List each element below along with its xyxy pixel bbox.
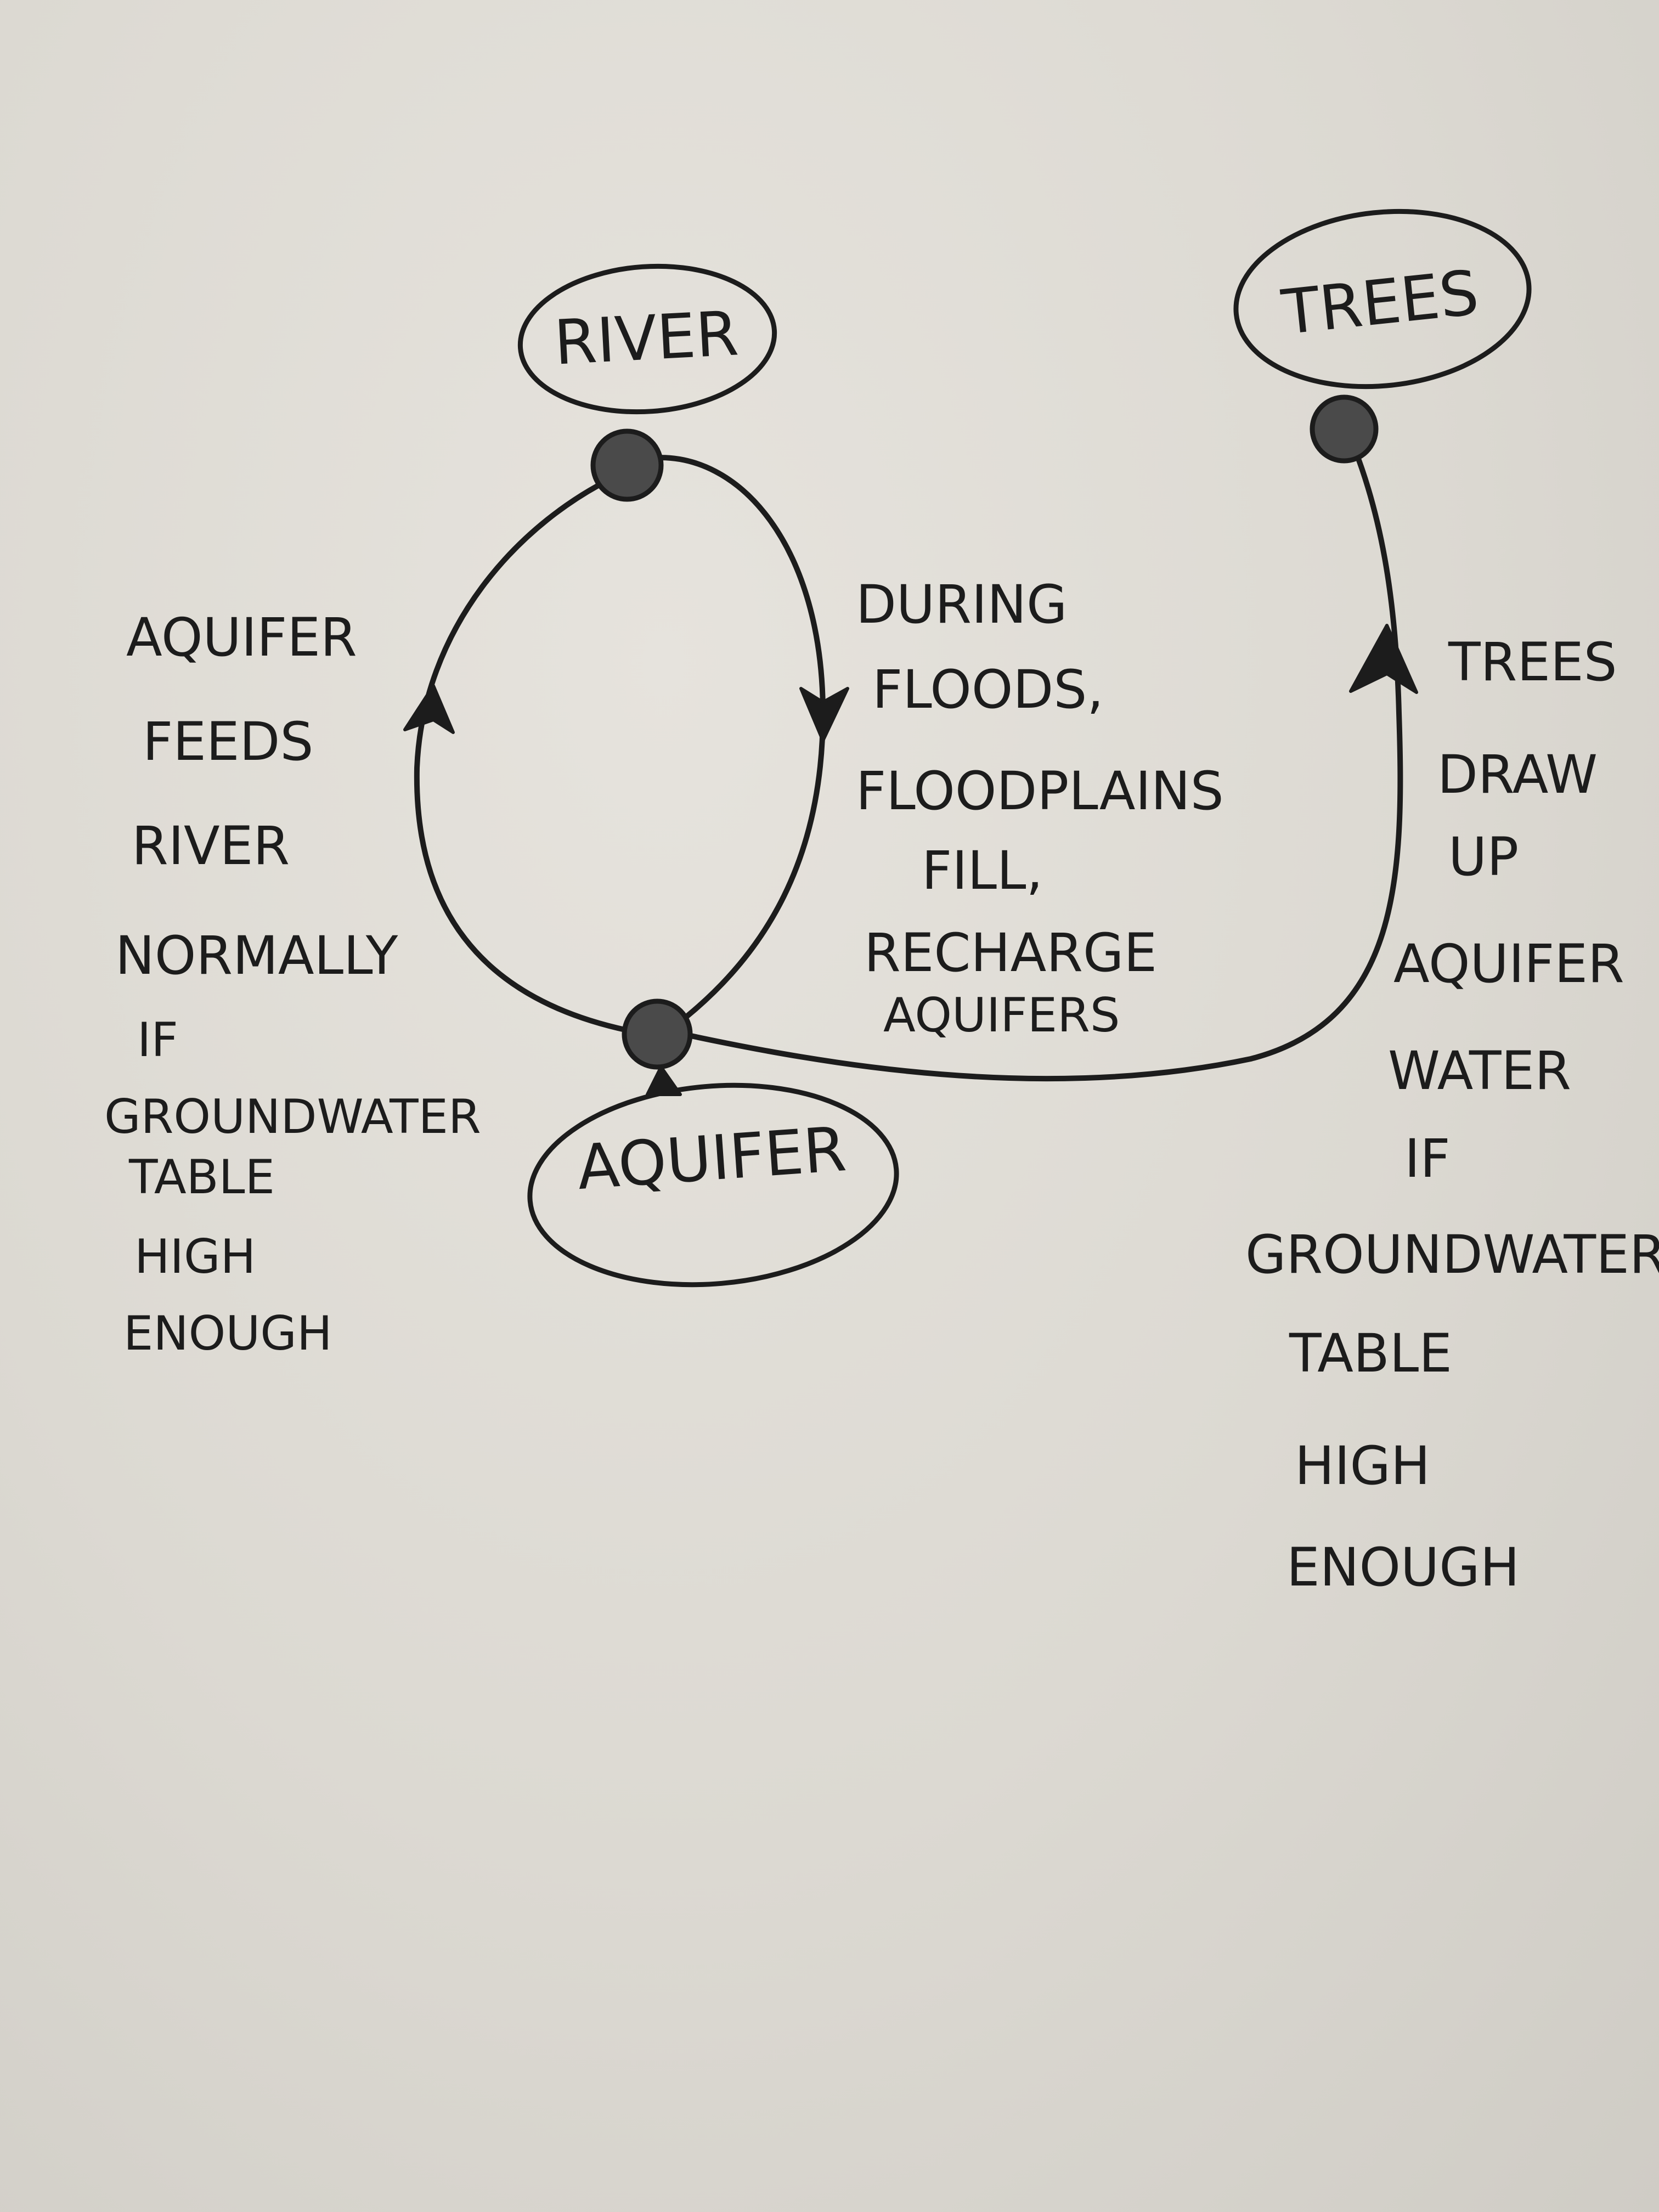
- right-note-line: AQUIFER: [1393, 933, 1624, 995]
- right-annotation: TREES DRAW UP AQUIFER WATER IF GROUNDWAT…: [1245, 631, 1659, 1598]
- middle-note-line: AQUIFERS: [883, 988, 1120, 1043]
- right-note-line: TREES: [1448, 631, 1617, 693]
- right-note-line: HIGH: [1295, 1435, 1430, 1497]
- aquifer-node-oval: [527, 1082, 899, 1288]
- edge-river-to-aquifer: [647, 455, 826, 1029]
- left-note-line: HIGH: [134, 1229, 256, 1284]
- right-note-line: IF: [1404, 1128, 1451, 1189]
- middle-note-line: DURING: [856, 574, 1067, 635]
- river-node-oval: [517, 263, 777, 415]
- left-note-line: TABLE: [128, 1150, 275, 1205]
- right-note-line: UP: [1448, 826, 1519, 888]
- left-annotation: AQUIFER FEEDS RIVER NORMALLY IF GROUNDWA…: [104, 607, 481, 1361]
- right-note-line: DRAW: [1437, 744, 1598, 805]
- edge-aquifer-to-trees: [680, 447, 1403, 1082]
- trees-node-oval: [1233, 208, 1532, 390]
- right-note-line: ENOUGH: [1286, 1537, 1520, 1598]
- arrow-up-trees-branch: [1349, 624, 1418, 694]
- river-connector-dot: [590, 428, 664, 502]
- middle-annotation: DURING FLOODS, FLOODPLAINS FILL, RECHARG…: [856, 574, 1224, 1043]
- left-note-line: NORMALLY: [115, 925, 398, 986]
- left-note-line: RIVER: [132, 815, 290, 877]
- right-note-line: GROUNDWATER: [1245, 1224, 1659, 1285]
- right-note-line: WATER: [1388, 1040, 1571, 1102]
- middle-note-line: RECHARGE: [864, 922, 1157, 984]
- left-note-line: GROUNDWATER: [104, 1090, 481, 1144]
- trees-connector-dot: [1310, 394, 1379, 464]
- left-note-line: IF: [137, 1013, 178, 1068]
- trees-node-label: TREES: [1278, 257, 1482, 349]
- left-note-line: ENOUGH: [123, 1306, 332, 1361]
- right-note-line: TABLE: [1289, 1323, 1452, 1384]
- middle-note-line: FILL,: [922, 840, 1043, 901]
- left-note-line: AQUIFER: [126, 607, 357, 668]
- edge-aquifer-to-river: [414, 469, 650, 1037]
- arrow-down-right-loop: [799, 687, 849, 742]
- left-note-line: FEEDS: [143, 711, 313, 772]
- middle-note-line: FLOODPLAINS: [856, 760, 1224, 822]
- river-node-label: RIVER: [552, 298, 740, 379]
- middle-note-line: FLOODS,: [872, 659, 1104, 720]
- aquifer-connector-dot: [622, 998, 693, 1070]
- aquifer-node-label: AQUIFER: [575, 1114, 849, 1204]
- arrow-up-left-loop: [403, 684, 455, 734]
